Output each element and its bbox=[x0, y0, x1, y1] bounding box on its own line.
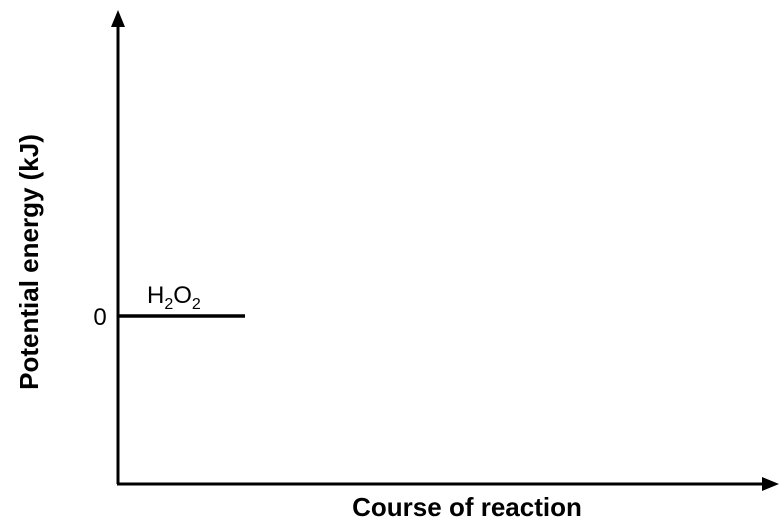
y-axis-arrowhead bbox=[111, 10, 125, 27]
reactant-species-label: H2O2 bbox=[147, 282, 201, 313]
species-label-subscript: 2 bbox=[192, 296, 201, 313]
species-label-part: H bbox=[147, 282, 164, 309]
species-label-part: O bbox=[173, 282, 192, 309]
zero-tick-label: 0 bbox=[93, 304, 106, 331]
x-axis-title: Course of reaction bbox=[352, 492, 582, 521]
y-axis-title: Potential energy (kJ) bbox=[14, 134, 44, 390]
species-label-subscript: 2 bbox=[164, 296, 173, 313]
x-axis-arrowhead bbox=[762, 477, 779, 491]
